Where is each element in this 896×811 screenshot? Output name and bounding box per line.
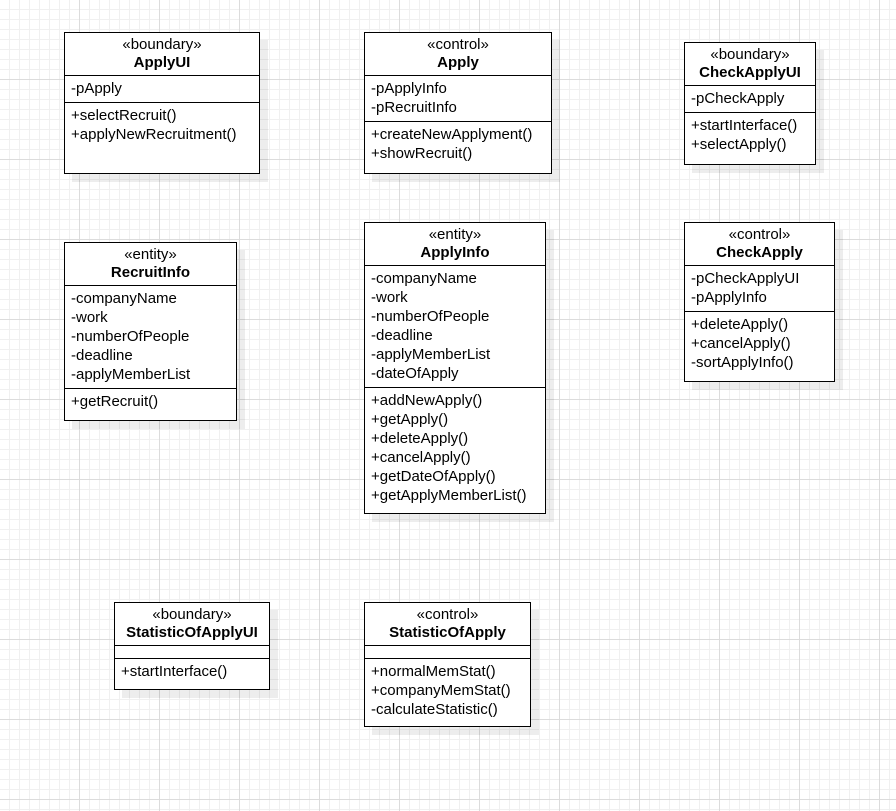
operations-section: +addNewApply() +getApply() +deleteApply(…: [365, 388, 545, 509]
operation: +getApply(): [371, 411, 449, 428]
operations-section: +normalMemStat() +companyMemStat() -calc…: [365, 659, 530, 723]
stereotype-label: «control»: [728, 226, 791, 243]
operation: +companyMemStat(): [371, 682, 511, 699]
attributes-section: [365, 646, 530, 659]
attributes-section: -pApplyInfo -pRecruitInfo: [365, 76, 551, 122]
class-header: «control» StatisticOfApply: [365, 603, 530, 646]
attribute: -applyMemberList: [71, 366, 191, 383]
stereotype-label: «control»: [416, 606, 479, 623]
operation: +addNewApply(): [371, 392, 483, 409]
operation: +cancelApply(): [371, 449, 471, 466]
attribute: -companyName: [71, 290, 177, 307]
operation: +deleteApply(): [691, 316, 789, 333]
operation: +selectApply(): [691, 136, 787, 153]
class-check-apply[interactable]: «control» CheckApply -pCheckApplyUI -pAp…: [684, 222, 835, 382]
class-statistic-of-apply-ui[interactable]: «boundary» StatisticOfApplyUI +startInte…: [114, 602, 270, 690]
operations-section: +createNewApplyment() +showRecruit(): [365, 122, 551, 167]
class-name: StatisticOfApply: [389, 624, 506, 641]
attributes-section: -pCheckApply: [685, 86, 815, 113]
attribute: -companyName: [371, 270, 477, 287]
operation: +deleteApply(): [371, 430, 469, 447]
attributes-section: -companyName -work -numberOfPeople -dead…: [365, 266, 545, 388]
attribute: -deadline: [371, 327, 433, 344]
stereotype-label: «entity»: [124, 246, 177, 263]
operation: +getDateOfApply(): [371, 468, 496, 485]
class-header: «boundary» CheckApplyUI: [685, 43, 815, 86]
attributes-section: -pCheckApplyUI -pApplyInfo: [685, 266, 834, 312]
class-header: «control» Apply: [365, 33, 551, 76]
class-apply-ui[interactable]: «boundary» ApplyUI -pApply +selectRecrui…: [64, 32, 260, 174]
attributes-section: [115, 646, 269, 659]
class-name: CheckApplyUI: [699, 64, 801, 81]
attribute: -applyMemberList: [371, 346, 491, 363]
attribute: -pApplyInfo: [691, 289, 767, 306]
class-name: CheckApply: [716, 244, 803, 261]
class-name: ApplyInfo: [420, 244, 490, 261]
stereotype-label: «control»: [427, 36, 489, 53]
operation: +showRecruit(): [371, 145, 473, 162]
attribute: -pCheckApply: [691, 90, 785, 107]
operations-section: +startInterface(): [115, 659, 269, 685]
operation: -calculateStatistic(): [371, 701, 498, 718]
class-statistic-of-apply[interactable]: «control» StatisticOfApply +normalMemSta…: [364, 602, 531, 727]
attribute: -pApply: [71, 80, 122, 97]
stereotype-label: «boundary»: [122, 36, 202, 53]
class-check-apply-ui[interactable]: «boundary» CheckApplyUI -pCheckApply +st…: [684, 42, 816, 165]
operations-section: +getRecruit(): [65, 389, 236, 415]
class-header: «boundary» ApplyUI: [65, 33, 259, 76]
operation: +createNewApplyment(): [371, 126, 533, 143]
class-apply[interactable]: «control» Apply -pApplyInfo -pRecruitInf…: [364, 32, 552, 174]
class-header: «control» CheckApply: [685, 223, 834, 266]
operation: -sortApplyInfo(): [691, 354, 794, 371]
class-apply-info[interactable]: «entity» ApplyInfo -companyName -work -n…: [364, 222, 546, 514]
attribute: -deadline: [71, 347, 133, 364]
stereotype-label: «boundary»: [710, 46, 790, 63]
operation: +cancelApply(): [691, 335, 791, 352]
operation: +applyNewRecruitment(): [71, 126, 237, 143]
operation: +normalMemStat(): [371, 663, 496, 680]
operation: +getRecruit(): [71, 393, 159, 410]
class-name: ApplyUI: [133, 54, 191, 71]
operation: +startInterface(): [121, 663, 228, 680]
class-header: «boundary» StatisticOfApplyUI: [115, 603, 269, 646]
operations-section: +selectRecruit() +applyNewRecruitment(): [65, 103, 259, 148]
class-header: «entity» RecruitInfo: [65, 243, 236, 286]
stereotype-label: «boundary»: [152, 606, 232, 623]
operation: +startInterface(): [691, 117, 798, 134]
class-name: StatisticOfApplyUI: [126, 624, 258, 641]
attributes-section: -pApply: [65, 76, 259, 103]
attribute: -numberOfPeople: [371, 308, 490, 325]
class-name: RecruitInfo: [110, 264, 191, 281]
attribute: -numberOfPeople: [71, 328, 190, 345]
operations-section: +startInterface() +selectApply(): [685, 113, 815, 158]
stereotype-label: «entity»: [428, 226, 482, 243]
attribute: -pCheckApplyUI: [691, 270, 800, 287]
attribute: -dateOfApply: [371, 365, 459, 382]
class-header: «entity» ApplyInfo: [365, 223, 545, 266]
attribute: -pRecruitInfo: [371, 99, 457, 116]
attributes-section: -companyName -work -numberOfPeople -dead…: [65, 286, 236, 389]
operation: +getApplyMemberList(): [371, 487, 527, 504]
operation: +selectRecruit(): [71, 107, 177, 124]
class-recruit-info[interactable]: «entity» RecruitInfo -companyName -work …: [64, 242, 237, 421]
attribute: -work: [71, 309, 108, 326]
operations-section: +deleteApply() +cancelApply() -sortApply…: [685, 312, 834, 376]
class-name: Apply: [437, 54, 479, 71]
attribute: -pApplyInfo: [371, 80, 447, 97]
attribute: -work: [371, 289, 408, 306]
